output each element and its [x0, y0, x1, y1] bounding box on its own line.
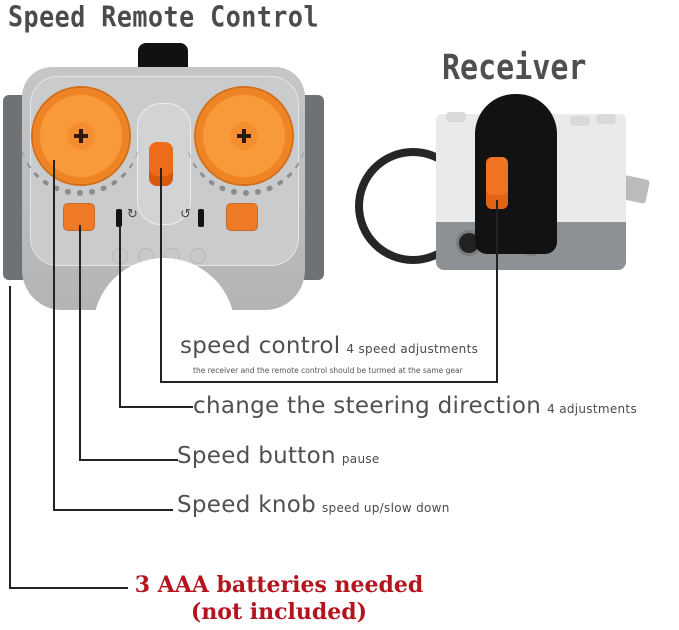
leader-line-battery [9, 587, 128, 589]
callout-label: speed control [180, 333, 341, 359]
leader-line-speed-control [160, 381, 498, 383]
leader-line-battery [9, 286, 11, 588]
right-speed-button [227, 204, 257, 230]
callout-detail: 4 adjustments [547, 402, 637, 416]
stud [446, 112, 466, 122]
left-knob-scale [20, 130, 140, 196]
stud [570, 116, 590, 126]
leader-line-button [79, 459, 178, 461]
callout-label: Speed knob [177, 492, 316, 518]
callout-speed-button: Speed button pause [177, 443, 380, 469]
leader-line-steering [119, 225, 121, 407]
remote-title: Speed Remote Control [8, 0, 320, 34]
callout-speed-knob: Speed knob speed up/slow down [177, 492, 450, 518]
axle-hole-icon [237, 129, 251, 143]
receiver-pin-hole [459, 233, 479, 253]
battery-notice-line2: (not included) [190, 599, 368, 625]
left-direction-switch [116, 209, 122, 227]
callout-detail: 4 speed adjustments [346, 342, 479, 356]
left-speed-knob [33, 88, 129, 184]
callout-label: Speed button [177, 443, 336, 469]
right-direction-switch [198, 209, 204, 227]
stud [190, 248, 206, 264]
leader-line-knob [53, 509, 173, 511]
battery-notice: 3 AAA batteries needed (not included) [128, 572, 430, 626]
callout-note: the receiver and the remote control shou… [193, 366, 463, 375]
receiver-title: Receiver [442, 48, 587, 89]
callout-detail: pause [341, 452, 380, 466]
leader-line-speed-control [160, 168, 162, 383]
callout-speed-control: speed control 4 speed adjustments [180, 333, 478, 359]
axle-hole-icon [74, 129, 88, 143]
remote-control-illustration: ↻ ↺ [0, 0, 330, 348]
battery-notice-line1: 3 AAA batteries needed [134, 572, 424, 598]
rotate-cw-icon: ↻ [127, 207, 138, 222]
right-speed-knob [196, 88, 292, 184]
callout-detail: speed up/slow down [321, 501, 450, 515]
receiver-speed-lever [486, 157, 508, 209]
callout-label: change the steering direction [193, 393, 542, 419]
leader-line-knob [53, 160, 55, 510]
leader-line-steering [119, 406, 193, 408]
rotate-ccw-icon: ↺ [180, 207, 191, 222]
callout-steering: change the steering direction 4 adjustmen… [193, 393, 637, 419]
leader-line-receiver [496, 200, 498, 383]
right-knob-scale [186, 130, 306, 196]
leader-line-button [79, 225, 81, 460]
stud [596, 114, 616, 124]
